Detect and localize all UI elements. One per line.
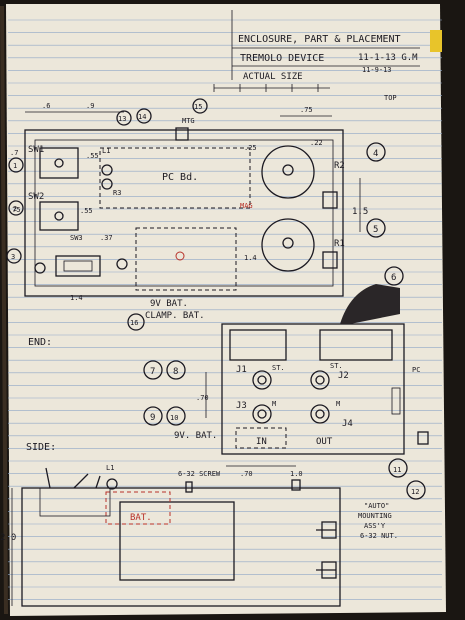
side-section-label: SIDE: [26, 442, 56, 453]
dim-top-2: .75 [300, 106, 313, 114]
l1-label: L1 [102, 147, 110, 155]
dim-top-10: 1.4 [70, 294, 83, 302]
dim-top-12: .75 [8, 206, 21, 214]
dim-top-5: .22 [310, 139, 323, 147]
top-callouts: 1 2 3 4 5 13 14 15 16 [6, 98, 386, 331]
end-dim-h-1: .70 [240, 470, 253, 478]
revision-date-text: 11-9-13 [362, 66, 392, 74]
subtitle-text: TREMOLO DEVICE [240, 53, 324, 64]
side-dim-v: 2.0 [0, 533, 16, 543]
clamp-shape [340, 284, 400, 324]
mounting-note-line-1: "AUTO" [364, 502, 389, 510]
j1-label: J1 [236, 365, 247, 375]
title-text: ENCLOSURE, PART & PLACEMENT [238, 34, 401, 45]
enclosure-outline-top [24, 129, 344, 297]
callout-5: 5 [373, 225, 378, 235]
m-label-1: M [272, 400, 276, 408]
callout-1: 1 [13, 162, 17, 170]
mounting-note-line-4: 6-32 NUT. [360, 532, 398, 540]
ruled-lines [8, 19, 442, 600]
enclosure-outline-end [221, 323, 405, 455]
side-screw-label: 6-32 SCREW [178, 470, 221, 478]
mag-label: MAG [240, 202, 253, 210]
date-text: 11-1-13 G.M [358, 53, 418, 63]
sw2-switch [39, 201, 79, 231]
end-section-label: END: [28, 337, 52, 348]
battery-box-top [135, 227, 237, 291]
j3-label: J3 [236, 401, 247, 411]
callout-12: 12 [411, 488, 419, 496]
end-dim-v: .70 [196, 394, 209, 402]
callout-14: 14 [138, 113, 146, 121]
callout-7: 7 [150, 367, 155, 377]
end-callouts: 6 7 8 9 10 11 12 [143, 266, 426, 500]
scale-note: ACTUAL SIZE [243, 72, 303, 82]
st-label-2: ST. [330, 362, 343, 370]
callout-15: 15 [194, 103, 202, 111]
bat-label-1: 9V BAT. [150, 299, 188, 309]
r2-label: R2 [334, 161, 345, 171]
dim-top-3: .7 [10, 149, 18, 157]
sw1-label: SW1 [28, 145, 44, 155]
sw3-switch [55, 255, 101, 277]
callout-10: 10 [170, 414, 178, 422]
callout-4: 4 [373, 149, 378, 159]
sw1-switch [39, 147, 79, 179]
out-label: OUT [316, 437, 333, 447]
mounting-note: "AUTO" MOUNTING ASS'Y 6-32 NUT. [358, 502, 398, 540]
m-label-2: M [336, 400, 340, 408]
dim-top-11: 1.4 [244, 254, 257, 262]
r1-label: R1 [334, 239, 345, 249]
mounting-note-line-3: ASS'Y [364, 522, 386, 530]
enclosure-outline-side [21, 487, 341, 607]
dim-top-4: .55 [80, 207, 93, 215]
top-view-drawing: SW1 SW2 SW3 PC Bd. MTG L1 R3 R2 R1 MAG 9… [6, 98, 386, 331]
dim-top-7: .55 [86, 152, 99, 160]
r3-label: R3 [113, 189, 121, 197]
top-note: TOP [384, 94, 397, 102]
end-dim-h-2: 1.0 [290, 470, 303, 478]
callout-3: 3 [11, 253, 15, 261]
bookmark-tab [430, 30, 442, 52]
callout-9: 9 [150, 413, 155, 423]
j4-label: J4 [342, 419, 353, 429]
end-view-drawing: END: J1 J2 J3 J4 ST. ST. M M IN OUT 9V. … [28, 266, 429, 500]
sw3-label: SW3 [70, 234, 83, 242]
pot-lower [261, 218, 315, 272]
bat-label-2: CLAMP. BAT. [145, 311, 205, 321]
pcbd-label: PC Bd. [162, 172, 198, 183]
side-battery-outline [105, 491, 171, 525]
pc-label: PC [412, 366, 420, 374]
mtg-label: MTG [182, 117, 195, 125]
in-label: IN [256, 437, 267, 447]
mounting-note-line-2: MOUNTING [358, 512, 392, 520]
callout-13: 13 [118, 115, 126, 123]
j2-label: J2 [338, 371, 349, 381]
callout-16: 16 [130, 319, 138, 327]
side-bat-label: BAT. [130, 513, 152, 523]
dim-top-9: .25 [244, 144, 257, 152]
dim-top-1: .9 [86, 102, 94, 110]
side-view-drawing: SIDE: BAT. L1 6-32 SCREW 2.0 "AUTO" MOUN… [0, 442, 398, 607]
callout-8: 8 [173, 367, 178, 377]
title-block: ENCLOSURE, PART & PLACEMENT TREMOLO DEVI… [213, 10, 420, 102]
callout-11: 11 [393, 466, 401, 474]
st-label-1: ST. [272, 364, 285, 372]
dim-top-0: .6 [42, 102, 50, 110]
end-bat-label: 9V. BAT. [174, 431, 217, 441]
side-l1-label: L1 [106, 464, 114, 472]
sw2-label: SW2 [28, 192, 44, 202]
pot-upper [261, 145, 315, 199]
callout-6: 6 [391, 273, 396, 283]
callout-2: 2 [13, 205, 17, 213]
dim-top-8: .37 [100, 234, 113, 242]
